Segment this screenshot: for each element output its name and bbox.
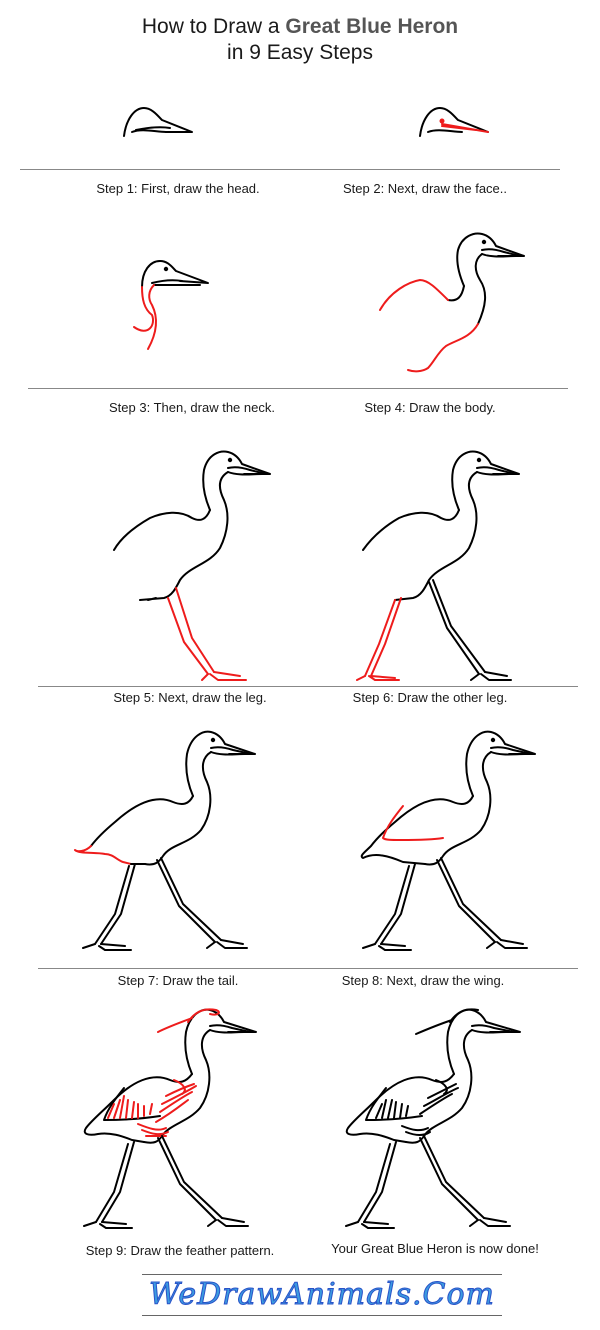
final-drawing	[340, 1004, 530, 1239]
heron-final-icon	[345, 1008, 521, 1229]
separator	[28, 388, 568, 389]
heron-tail-icon	[74, 730, 256, 951]
step-4-drawing	[378, 230, 525, 385]
heron-leg-icon	[113, 450, 271, 681]
separator	[38, 686, 578, 687]
page-title: How to Draw a Great Blue Heron in 9 Easy…	[0, 14, 600, 66]
heron-body-icon	[379, 232, 525, 373]
step-7-drawing	[74, 726, 256, 961]
step-8-drawing	[355, 726, 536, 961]
step-5-caption: Step 5: Next, draw the leg.	[113, 690, 267, 705]
separator	[20, 169, 560, 170]
heron-neck-icon	[133, 260, 209, 350]
step-3-drawing	[130, 255, 220, 360]
step-2-caption: Step 2: Next, draw the face..	[342, 181, 508, 196]
logo-bottom-rule	[142, 1315, 502, 1316]
logo-top-rule	[142, 1274, 502, 1275]
heron-other-leg-icon	[356, 450, 520, 681]
title-bold: Great Blue Heron	[285, 15, 459, 38]
title-prefix: How to Draw a	[141, 15, 286, 38]
step-9-caption: Step 9: Draw the feather pattern.	[85, 1243, 275, 1258]
step-6-drawing	[355, 448, 525, 683]
separator	[38, 968, 578, 969]
step-8-caption: Step 8: Next, draw the wing.	[341, 973, 505, 988]
step-9-drawing	[78, 1004, 268, 1239]
step-7-caption: Step 7: Draw the tail.	[117, 973, 239, 988]
heron-face-icon	[419, 107, 489, 137]
heron-head-icon	[123, 107, 193, 137]
step-1-caption: Step 1: First, draw the head.	[96, 181, 260, 196]
step-2-drawing	[418, 104, 498, 149]
step-6-caption: Step 6: Draw the other leg.	[352, 690, 508, 705]
heron-wing-icon	[360, 730, 536, 951]
step-4-caption: Step 4: Draw the body.	[364, 400, 496, 415]
step-5-drawing	[110, 448, 271, 683]
step-3-caption: Step 3: Then, draw the neck.	[109, 400, 275, 415]
step-1-drawing	[122, 104, 202, 149]
title-line2: in 9 Easy Steps	[227, 41, 373, 64]
heron-feathers-icon	[83, 1008, 257, 1229]
wedrawanimals-logo[interactable]: WeDrawAnimals.Com	[148, 1277, 495, 1313]
done-caption: Your Great Blue Heron is now done!	[331, 1241, 539, 1256]
